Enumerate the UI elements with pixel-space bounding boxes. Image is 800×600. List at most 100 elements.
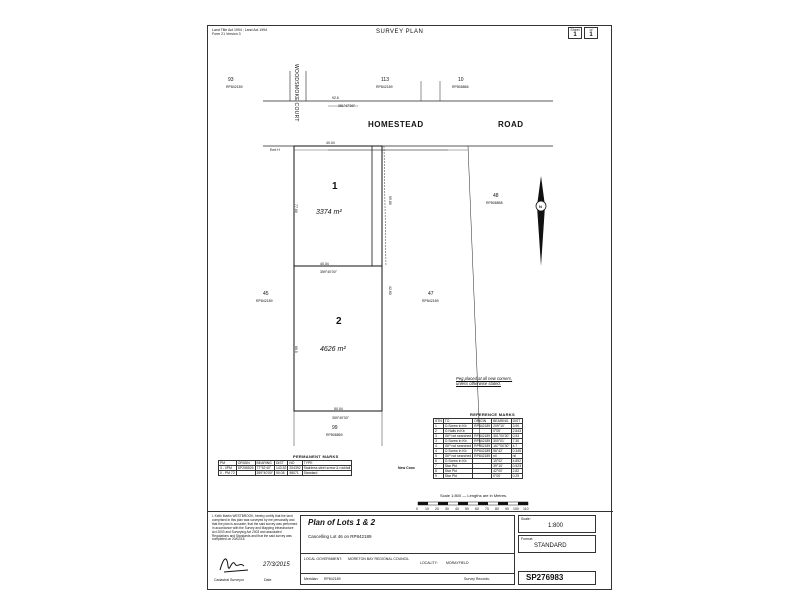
adjoining-lot-47-plan: RP842189: [422, 299, 439, 303]
bearing-road: 351°47'00": [338, 104, 355, 108]
meridian-value: RP842189: [324, 577, 341, 581]
svg-text:N: N: [539, 204, 542, 209]
meridian-label: Meridian:: [304, 577, 319, 581]
table-cell: Standard: [301, 470, 353, 476]
signature-date: 27/3/2015: [263, 562, 290, 568]
bearing-rear: 359°40'00": [332, 416, 349, 420]
scale-tick: 50: [465, 507, 469, 511]
dimension-common-boundary: 40.04: [320, 262, 329, 266]
scale-tick: 60: [475, 507, 479, 511]
local-government-value: MORETON BAY REGIONAL COUNCIL: [348, 557, 410, 561]
table-cell: RP842189: [472, 448, 493, 454]
title-panel-divider: [300, 573, 515, 574]
scale-label: Scale 1:800 — Lengths are in Metres.: [440, 493, 508, 498]
scale-box: [518, 515, 596, 533]
table-row: 3 - 0PM SP255526 77°52'40" 143.52 204392…: [218, 465, 353, 471]
table-cell: Stainless steel screw & rockfall: [301, 465, 353, 471]
permanent-marks-table: PM ORIGIN BEARING DIST NO TYPE 3 - 0PM S…: [218, 460, 353, 476]
title-panel: [300, 515, 515, 585]
table-cell: GIP not searched: [442, 453, 474, 459]
lot-2-area: 4626 m²: [320, 346, 346, 353]
scale-tick: 20: [435, 507, 439, 511]
road-label-homestead: HOMESTEAD: [368, 120, 424, 129]
column-header: BEARING: [254, 460, 275, 466]
header-line: Form 21 Version 3: [212, 32, 241, 37]
table-row: 0 - PM 72 359°40'00" 90.08 98071 Standar…: [218, 470, 353, 476]
adjoining-lot-47: 47: [428, 291, 434, 297]
table-cell: 359°40'00": [254, 470, 275, 476]
format-box: [518, 535, 596, 553]
lot-2-number: 2: [336, 316, 342, 327]
adjoining-lot-48: 48: [493, 193, 499, 199]
scale-tick: 0: [416, 507, 418, 511]
north-arrow-icon: N: [535, 176, 547, 266]
plan-drawing: N: [263, 71, 553, 506]
dimension-handle-east: 59.80: [388, 196, 392, 205]
bearing-common: 359°40'00": [320, 270, 337, 274]
scale-tick: 10: [425, 507, 429, 511]
adjoining-lot-99-plan: RP808869: [326, 433, 343, 437]
table-cell: 90.08: [273, 470, 289, 476]
table-cell: 0 - PM 72: [218, 470, 237, 476]
scale-tick: 30: [445, 507, 449, 511]
road-label-court: WOODSMOKE COURT: [293, 64, 299, 122]
format-box-value: STANDARD: [534, 543, 567, 549]
table-cell: Star Pkt: [442, 473, 474, 479]
lot-1-area: 3374 m²: [316, 209, 342, 216]
of-label: of: [589, 28, 593, 32]
sheet-number-box: Sheet 1: [568, 27, 582, 39]
adjoining-lot-93-plan: RP842189: [226, 85, 243, 89]
column-header: BEARING: [491, 418, 512, 424]
table-cell: 204392: [287, 465, 303, 471]
table-cell: 0°00': [491, 473, 512, 479]
surveyor-signature: [219, 558, 249, 573]
table-cell: RP842189: [472, 438, 493, 444]
cancelling-note: Cancelling Lot 46 on RP842189: [308, 534, 372, 539]
dimension-lot1-frontage: 40.04: [326, 141, 335, 145]
permanent-marks-heading: PERMANENT MARKS: [293, 454, 339, 459]
permanent-marks-note: New Conc: [398, 466, 415, 470]
format-box-label: Format:: [521, 537, 534, 541]
column-header: STN: [433, 418, 444, 424]
table-cell: RP842189: [472, 443, 493, 449]
scale-box-label: Scale:: [521, 517, 531, 521]
peg-note-line: Peg placed at all new corners,: [456, 376, 513, 381]
lot-1-number: 1: [332, 181, 338, 192]
header-line: Land Title Act 1994 ; Land Act 1994: [212, 28, 268, 32]
table-cell: RP842189: [472, 423, 493, 429]
table-cell: 98071: [287, 470, 303, 476]
table-cell: 0.523: [510, 463, 524, 469]
scale-tick: 40: [455, 507, 459, 511]
peg-note: Peg placed at all new corners, unless ot…: [456, 376, 512, 386]
table-cell: [235, 470, 256, 476]
adjoining-lot-10-plan: RP808866: [452, 85, 469, 89]
easement-label: Emt H: [270, 148, 280, 152]
table-cell: RP842189: [472, 453, 493, 459]
peg-note-line: unless otherwise stated.: [456, 381, 501, 386]
table-cell: RP842189: [472, 433, 493, 439]
scale-bar: [417, 501, 529, 506]
table-cell: GIP not searched: [442, 443, 474, 449]
locality-label: LOCALITY:: [420, 561, 438, 565]
plan-heading: SURVEY PLAN: [376, 29, 424, 35]
table-cell: 9: [433, 473, 444, 479]
table-cell: 2.843: [510, 428, 524, 434]
dimension-lot2-east: 42.60: [388, 286, 392, 295]
title-panel-divider: [300, 553, 515, 554]
adjoining-lot-99: 99: [332, 425, 338, 431]
table-cell: 0.29: [510, 473, 524, 479]
table-cell: GIP not searched: [442, 433, 474, 439]
scale-tick: 110: [523, 507, 529, 511]
survey-plan-sheet: Land Title Act 1994 ; Land Act 1994 Form…: [207, 25, 613, 590]
road-label-road: ROAD: [498, 120, 524, 129]
scale-box-value: 1:800: [548, 523, 564, 529]
dimension-road-frontage: 92.6: [332, 96, 339, 100]
sheet-total-box: of 1: [584, 27, 598, 39]
table-cell: 143.52: [273, 465, 289, 471]
dimension-lot2-west: 66.5: [294, 346, 298, 353]
plan-number-box: [518, 571, 596, 585]
plan-title: Plan of Lots 1 & 2: [308, 518, 376, 527]
